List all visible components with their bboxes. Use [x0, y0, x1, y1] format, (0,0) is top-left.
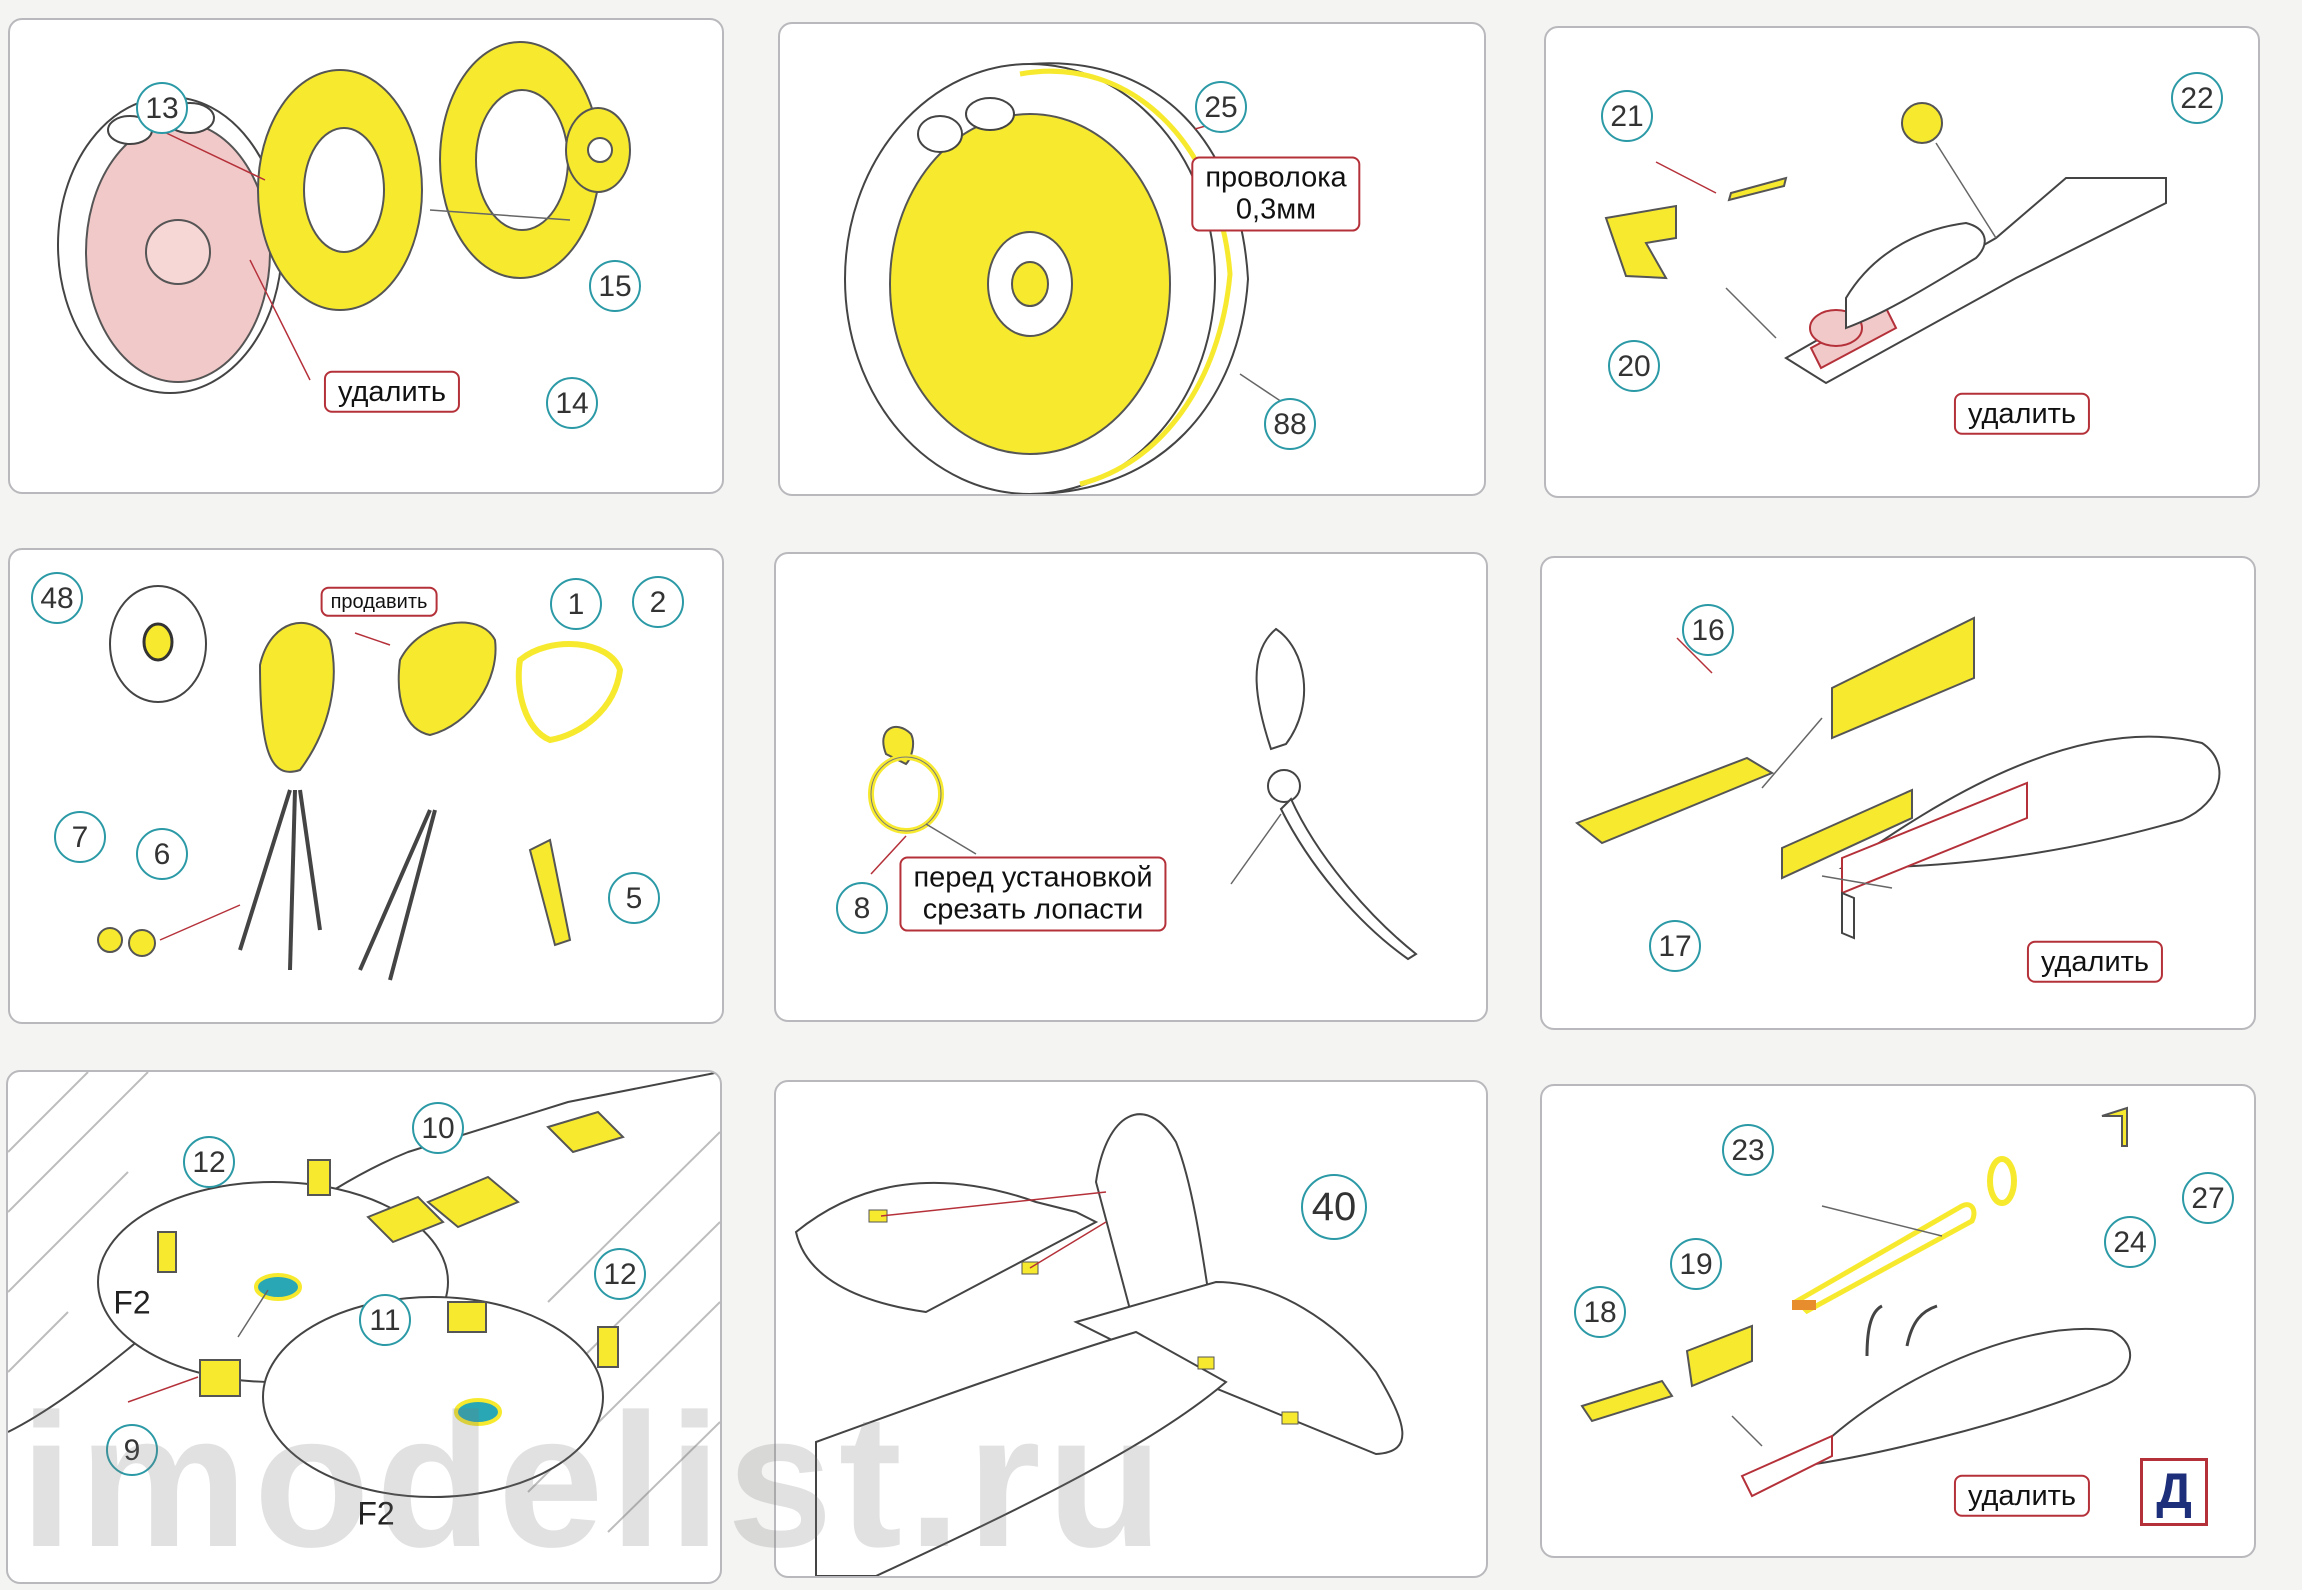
remove-label: удалить: [2026, 940, 2164, 984]
step-panel-rocket-fins: 21 22 20 удалить: [1544, 26, 2260, 498]
step-panel-landing-gear: 48 1 2 7 6 5 продавить: [8, 548, 724, 1024]
callout-5: 5: [608, 872, 660, 924]
step-panel-bomb-rail: 16 17 удалить: [1540, 556, 2256, 1030]
step-panel-wheel-wells: 10 12 12 11 F2 9 F2: [6, 1070, 722, 1584]
propeller-note-label: перед установкой срезать лопасти: [899, 856, 1167, 932]
callout-19: 19: [1670, 1238, 1722, 1290]
bomb-rail-2-illustration: [1580, 1106, 2132, 1498]
callout-17: 17: [1649, 920, 1701, 972]
callout-14: 14: [546, 377, 598, 429]
wheel-hub-illustration: [57, 41, 631, 394]
remove-label: удалить: [323, 370, 461, 414]
callout-16: 16: [1682, 604, 1734, 656]
callout-88: 88: [1264, 398, 1316, 450]
callout-21: 21: [1601, 90, 1653, 142]
callout-25: 25: [1195, 81, 1247, 133]
callout-10: 10: [412, 1102, 464, 1154]
rocket-rail-illustration: [1604, 102, 2167, 385]
tail-illustration: [794, 1113, 1404, 1576]
wire-note-label: проволока 0,3мм: [1191, 156, 1361, 232]
remove-label: удалить: [1953, 392, 2091, 436]
callout-27: 27: [2182, 1172, 2234, 1224]
bomb-rail-illustration: [1575, 616, 2221, 940]
callout-6: 6: [136, 828, 188, 880]
callout-11: 11: [359, 1294, 411, 1346]
sheet-letter: Д: [2140, 1458, 2208, 1526]
propeller-illustration: [868, 627, 1418, 961]
callout-20: 20: [1608, 340, 1660, 392]
callout-22: 22: [2171, 72, 2223, 124]
callout-24: 24: [2104, 1216, 2156, 1268]
wheel-assembly-illustration: [844, 62, 1301, 494]
callout-23: 23: [1722, 1124, 1774, 1176]
step-panel-wheel-hub-left: 13 15 14 удалить: [8, 18, 724, 494]
callout-48: 48: [31, 572, 83, 624]
callout-15: 15: [589, 260, 641, 312]
step-panel-tail: 40: [774, 1080, 1488, 1578]
wheel-wells-illustration: [8, 1072, 720, 1533]
label-f2: F2: [113, 1284, 151, 1321]
landing-gear-illustration: [97, 585, 624, 981]
callout-9: 9: [106, 1424, 158, 1476]
press-label: продавить: [320, 586, 438, 618]
step-panel-bomb-rail-2: 23 27 24 19 18 удалить Д: [1540, 1084, 2256, 1558]
callout-12: 12: [594, 1248, 646, 1300]
callout-2: 2: [632, 576, 684, 628]
watermark: imodelist.ru: [20, 1375, 1169, 1587]
callout-7: 7: [54, 811, 106, 863]
callout-18: 18: [1574, 1286, 1626, 1338]
callout-1: 1: [550, 578, 602, 630]
callout-8: 8: [836, 882, 888, 934]
step-panel-propeller: 8 перед установкой срезать лопасти: [774, 552, 1488, 1022]
label-f2: F2: [357, 1495, 395, 1532]
callout-40: 40: [1301, 1174, 1367, 1240]
callout-13: 13: [136, 82, 188, 134]
remove-label: удалить: [1953, 1474, 2091, 1518]
callout-12: 12: [183, 1136, 235, 1188]
step-panel-wheel-hub-right: 25 88 проволока 0,3мм: [778, 22, 1486, 496]
